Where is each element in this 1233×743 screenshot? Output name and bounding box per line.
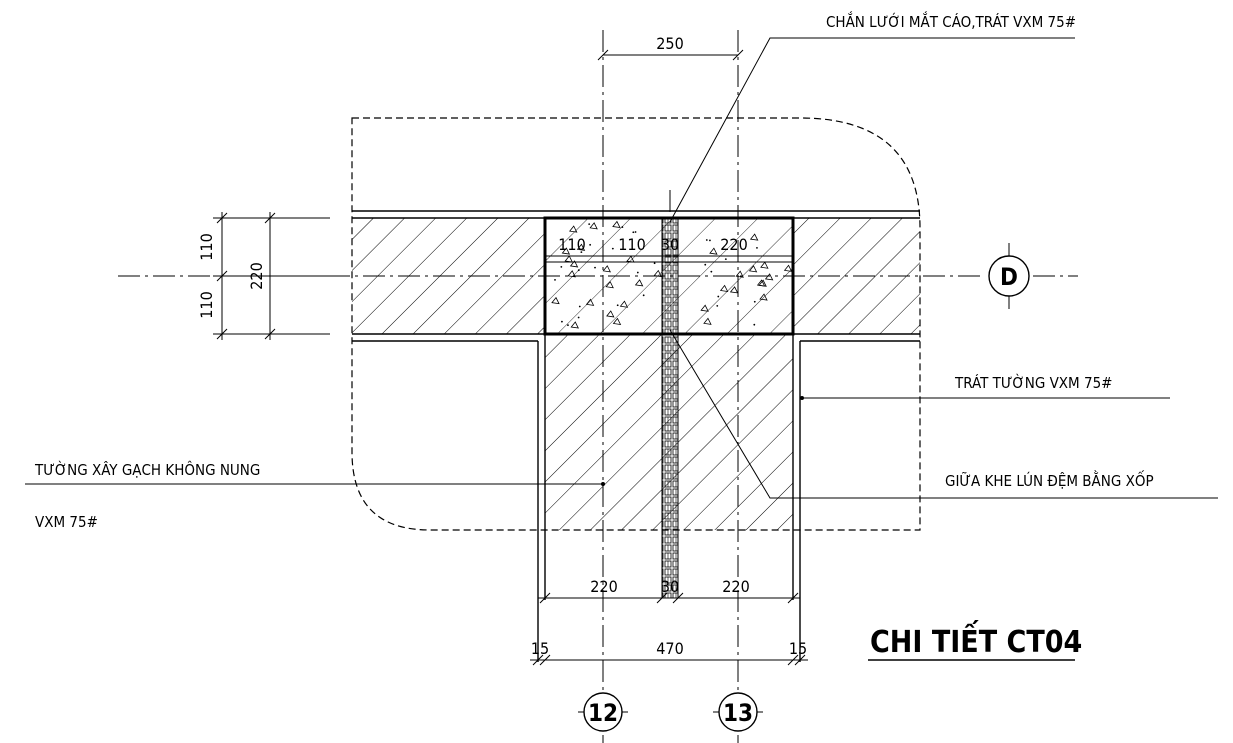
aggregate-dot [724, 258, 727, 261]
aggregate-dot [634, 231, 637, 233]
column-internal-dims: 110 110 30 220 [558, 235, 747, 254]
aggregate-mark [759, 293, 768, 301]
dim-bottom-220-left: 220 [590, 577, 617, 596]
note-joint: GIỮA KHE LÚN ĐỆM BẰNG XỐP [945, 469, 1154, 490]
dimension-left: 110 110 220 [197, 212, 330, 340]
aggregate-dot [705, 239, 708, 241]
aggregate-mark [567, 270, 576, 278]
aggregate-mark [735, 270, 744, 278]
leader-plaster: TRÁT TƯỜNG VXM 75# [800, 373, 1170, 400]
aggregate-mark [576, 243, 586, 251]
aggregate-dot [616, 304, 619, 307]
settlement-joint-foam [661, 217, 679, 599]
aggregate-mark [756, 279, 766, 287]
axis-bubble-D: D [988, 243, 1030, 309]
aggregate-dot [710, 270, 713, 273]
aggregate-mark [564, 255, 573, 263]
aggregate-mark [569, 260, 579, 268]
aggregate-dot [704, 263, 707, 266]
detail-title-block: CHI TIẾT CT04 [868, 620, 1082, 661]
dim-250-text: 250 [656, 34, 683, 53]
aggregate-dot [589, 243, 592, 246]
aggregate-dot [567, 324, 569, 327]
aggregate-dot [611, 247, 614, 250]
aggregate-mark [719, 284, 729, 292]
aggregate-dot [621, 226, 624, 228]
aggregate-dot [756, 247, 758, 249]
axis-bubble-12: 12 [578, 692, 628, 732]
aggregate-dot [554, 278, 556, 281]
dim-110-top-text: 110 [197, 233, 216, 260]
aggregate-dot [636, 271, 639, 274]
dim-edge-15-left: 15 [531, 639, 549, 658]
aggregate-mark [749, 233, 759, 241]
aggregate-mark [700, 304, 709, 312]
dim-220-left-text: 220 [247, 262, 266, 289]
aggregate-mark [709, 247, 718, 255]
dim-col-30: 30 [661, 235, 679, 254]
aggregate-mark [589, 222, 598, 230]
aggregate-mark [760, 261, 769, 269]
dim-bottom-220-right: 220 [722, 577, 749, 596]
aggregate-dot [577, 269, 580, 272]
aggregate-dot [716, 304, 719, 307]
leader-joint: GIỮA KHE LÚN ĐỆM BẰNG XỐP [669, 329, 1218, 499]
axis-12-label: 12 [588, 699, 618, 727]
dim-110-bottom-text: 110 [197, 291, 216, 318]
dim-col-220: 220 [720, 235, 747, 254]
axis-bubble-13: 13 [713, 692, 763, 732]
leader-mesh: CHẮN LƯỚI MẮT CÁO,TRÁT VXM 75# [669, 10, 1076, 223]
aggregate-mark [585, 298, 595, 306]
dimension-top-250: 250 [597, 34, 744, 61]
dim-bottom-30: 30 [661, 577, 679, 596]
aggregate-dot [753, 300, 756, 303]
aggregate-mark [570, 321, 579, 329]
axis-13-label: 13 [723, 699, 753, 727]
aggregate-mark [612, 220, 621, 229]
aggregate-mark [729, 286, 739, 294]
detail-title: CHI TIẾT CT04 [870, 620, 1082, 660]
aggregate-mark [605, 280, 614, 289]
aggregate-mark [602, 265, 611, 273]
aggregate-mark [568, 225, 578, 233]
dimension-bottom-row1: 220 30 220 [538, 577, 800, 604]
aggregate-dot [717, 295, 720, 298]
note-wall-line1: TƯỜNG XÂY GẠCH KHÔNG NUNG [34, 460, 260, 479]
aggregate-mark [748, 265, 758, 273]
aggregate-dot [594, 266, 596, 269]
aggregate-mark [703, 317, 712, 325]
aggregate-dot [642, 294, 645, 297]
aggregate-mark [561, 247, 571, 255]
note-plaster: TRÁT TƯỜNG VXM 75# [954, 373, 1112, 392]
aggregate-dot [580, 251, 583, 254]
aggregate-mark [634, 279, 644, 287]
aggregate-mark [612, 317, 622, 325]
aggregate-dot [653, 262, 656, 265]
aggregate-dot [577, 316, 580, 319]
aggregate-dot [578, 305, 581, 308]
aggregate-dot [709, 239, 711, 242]
axis-D-label: D [1000, 263, 1018, 291]
note-mesh: CHẮN LƯỚI MẮT CÁO,TRÁT VXM 75# [826, 10, 1076, 31]
aggregate-mark [606, 310, 615, 318]
aggregate-dot [561, 320, 563, 323]
aggregate-dot [560, 265, 563, 268]
aggregate-mark [783, 264, 793, 272]
leader-wall: TƯỜNG XÂY GẠCH KHÔNG NUNG VXM 75# [25, 460, 605, 531]
dim-col-110-a: 110 [558, 235, 585, 254]
aggregate-mark [551, 296, 560, 305]
aggregate-dot [632, 231, 635, 234]
dim-overall-470: 470 [656, 639, 683, 658]
revision-cloud-outline [351, 117, 921, 531]
aggregate-dot [753, 323, 756, 326]
aggregate-dot [588, 223, 591, 225]
aggregate-mark [619, 300, 629, 308]
concrete-aggregate [551, 220, 793, 329]
dim-col-110-b: 110 [618, 235, 645, 254]
dimension-bottom-row2: 15 470 15 [530, 639, 808, 666]
dim-edge-15-right: 15 [789, 639, 807, 658]
note-wall-line2: VXM 75# [35, 513, 98, 531]
